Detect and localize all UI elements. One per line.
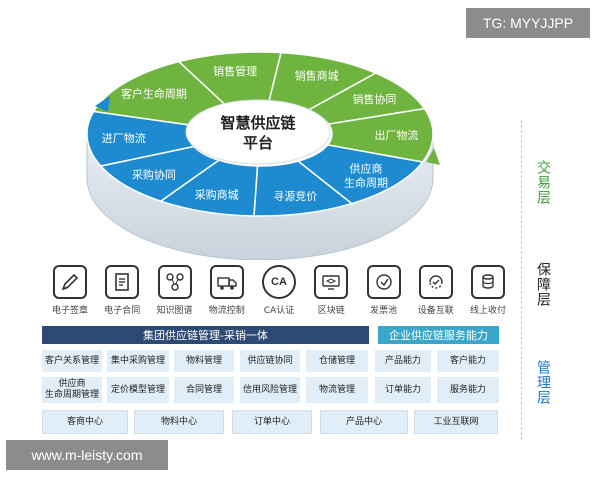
group-supply-chain-header: 集团供应链管理-采销一体 (42, 326, 369, 344)
ring-segment-label: 销售商城 (295, 69, 339, 83)
layer-label-management: 管理层 (535, 360, 551, 405)
grid-cell: 服务能力 (437, 377, 499, 403)
ring-segment-label: 寻源竞价 (273, 189, 317, 203)
device-link-icon (429, 275, 443, 289)
ring-arrow-left-icon (95, 96, 110, 112)
bottom-row-cell: 工业互联网 (414, 410, 498, 434)
grid-cell: 客户关系管理 (42, 350, 102, 372)
bottom-row-cell: 产品中心 (320, 410, 408, 434)
center-title-line1: 智慧供应链 (220, 114, 296, 132)
layer-label-security: 保障层 (535, 262, 551, 307)
contract-icon (115, 273, 130, 291)
bottom-row-cell: 物料中心 (134, 410, 224, 434)
icon-item-knowledge-graph: 知识图谱 (149, 265, 201, 316)
ring-segment-label: 销售协同 (352, 92, 396, 106)
icon-item-invoice: 发票池 (358, 265, 410, 316)
icon-item-econtract: 电子合同 (96, 265, 148, 316)
grid-cell: 供应商生命周期管理 (42, 377, 102, 403)
icon-item-blockchain: 区块链 (305, 265, 357, 316)
grid-cell: 集中采购管理 (107, 350, 169, 372)
blockchain-icon (322, 275, 340, 290)
truck-icon (217, 277, 237, 290)
telegram-watermark: TG: MYYJJPP (466, 8, 590, 38)
bottom-row-cell: 客商中心 (42, 410, 128, 434)
grid-cell: 产品能力 (375, 350, 431, 372)
center-title-line2: 平台 (243, 134, 273, 152)
icon-item-esign: 电子签章 (44, 265, 96, 316)
security-icon-row: 电子签章 电子合同 知识图谱 物流控制 CA CA认证 区块链 发票池 设备互联… (44, 265, 514, 316)
layer-label-trade: 交易层 (535, 160, 551, 205)
pen-icon (61, 273, 79, 291)
icon-item-logistics: 物流控制 (201, 265, 253, 316)
grid-cell: 物流管理 (306, 377, 368, 403)
grid-cell: 订单能力 (375, 377, 431, 403)
payment-icon (482, 274, 494, 289)
ring-segment-label: 供应商生命周期 (344, 161, 388, 189)
ring-segment-label: 出厂物流 (374, 128, 418, 142)
grid-cell: 信用风险管理 (240, 377, 300, 403)
center-hub (185, 99, 331, 165)
ring-segment-label: 销售管理 (213, 64, 257, 78)
grid-cell: 仓储管理 (306, 350, 368, 372)
ring-segment-label: 采购商城 (195, 188, 239, 202)
enterprise-service-header: 企业供应链服务能力 (378, 326, 499, 344)
knowledge-graph-icon (165, 273, 184, 291)
ca-icon: CA (271, 276, 287, 288)
ring-segment-label: 进厂物流 (102, 131, 146, 145)
icon-item-ca: CA CA认证 (253, 265, 305, 316)
layer-divider-line (521, 120, 522, 440)
icon-item-payment: 线上收付 (462, 265, 514, 316)
grid-cell: 合同管理 (174, 377, 234, 403)
invoice-icon (375, 274, 392, 290)
bottom-row-cell: 订单中心 (232, 410, 312, 434)
ring-segment-label: 客户生命周期 (121, 87, 187, 101)
grid-cell: 定价模型管理 (107, 377, 169, 403)
grid-cell: 供应链协同 (240, 350, 300, 372)
site-watermark: www.m-leisty.com (6, 440, 168, 470)
icon-item-device-link: 设备互联 (410, 265, 462, 316)
ring-segment-label: 采购协同 (132, 167, 176, 181)
grid-cell: 客户能力 (437, 350, 499, 372)
ring-arrow-right-icon (426, 148, 440, 165)
grid-cell: 物料管理 (174, 350, 234, 372)
